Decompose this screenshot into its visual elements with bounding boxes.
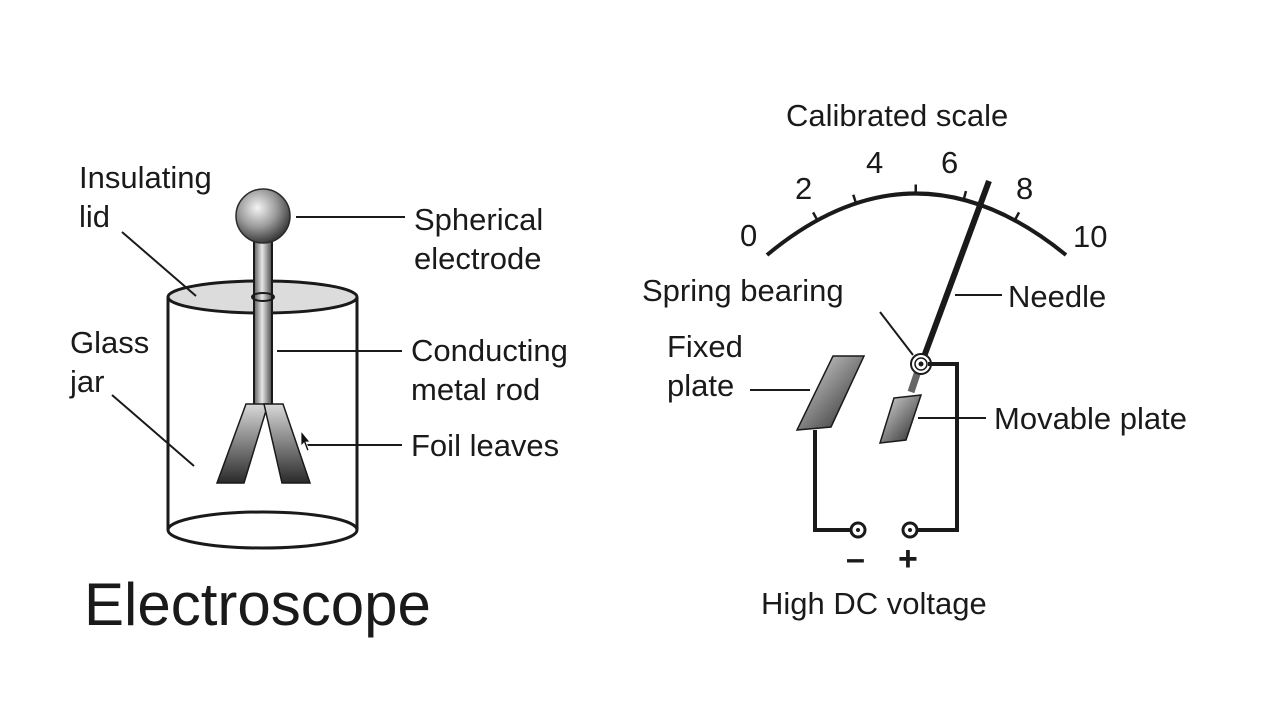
label-calibrated-scale: Calibrated scale [786,98,1009,133]
label-conducting-metal-rod-line1: Conducting [411,333,568,368]
spring-bearing-core [918,361,924,367]
scale-number-4: 4 [866,145,884,180]
electroscope-drawing [111,188,405,550]
rod-collar [251,292,275,302]
scale-number-0: 0 [740,218,758,253]
movable-plate-shape [878,394,923,444]
leader-spring-bearing [879,311,914,356]
electrometer-drawing [750,179,1068,539]
needle-shape [919,179,992,364]
label-spherical-electrode: Spherical electrode [414,200,543,278]
label-conducting-metal-rod: Conducting metal rod [411,331,568,409]
scale-tick-2 [852,194,858,204]
scale-tick-1 [811,211,819,221]
scale-number-10: 10 [1073,219,1108,254]
foil-leaf-left [215,403,270,484]
terminal-negative-dot [856,528,860,532]
jar-bottom [166,510,359,550]
scale-number-8: 8 [1016,171,1034,206]
electroscope-title: Electroscope [84,571,431,638]
wire-fixed-plate [813,430,850,532]
label-needle: Needle [1008,279,1107,314]
metal-rod [253,231,273,409]
label-foil-leaves: Foil leaves [411,428,560,463]
label-conducting-metal-rod-line2: metal rod [411,372,541,407]
label-high-dc-voltage: High DC voltage [761,586,987,621]
mouse-cursor-icon [300,429,311,452]
leader-glass-jar [111,394,195,467]
scale-number-6: 6 [941,145,959,180]
plus-sign: + [898,540,918,578]
spring-bearing-ring [914,357,928,371]
label-fixed-plate: Fixed plate [667,327,743,405]
label-glass-jar: Glass jar [70,323,149,401]
label-spherical-electrode-line2: electrode [414,241,542,276]
scale-tick-5 [1013,211,1021,221]
spherical-electrode-ball [235,188,291,244]
label-spring-bearing: Spring bearing [642,273,844,308]
wire-movable-side [917,362,959,532]
scale-ticks [811,184,1021,221]
foil-leaf-right [263,403,312,484]
label-fixed-plate-line1: Fixed [667,329,743,364]
minus-sign: – [846,540,865,578]
terminal-positive-dot [908,528,912,532]
label-spherical-electrode-line1: Spherical [414,202,544,237]
label-insulating-lid: Insulating lid [79,158,212,236]
fixed-plate-shape [795,355,866,431]
scale-tick-4 [962,190,968,201]
leader-insulating-lid [121,231,197,297]
label-glass-jar-line1: Glass [70,325,150,360]
label-fixed-plate-line2: plate [667,368,735,403]
calibrated-scale-arc [765,191,1068,257]
label-movable-plate: Movable plate [994,401,1188,436]
label-insulating-lid-line1: Insulating [79,160,212,195]
label-glass-jar-line2: jar [70,364,105,399]
label-insulating-lid-line2: lid [79,199,111,234]
scale-number-2: 2 [795,171,813,206]
